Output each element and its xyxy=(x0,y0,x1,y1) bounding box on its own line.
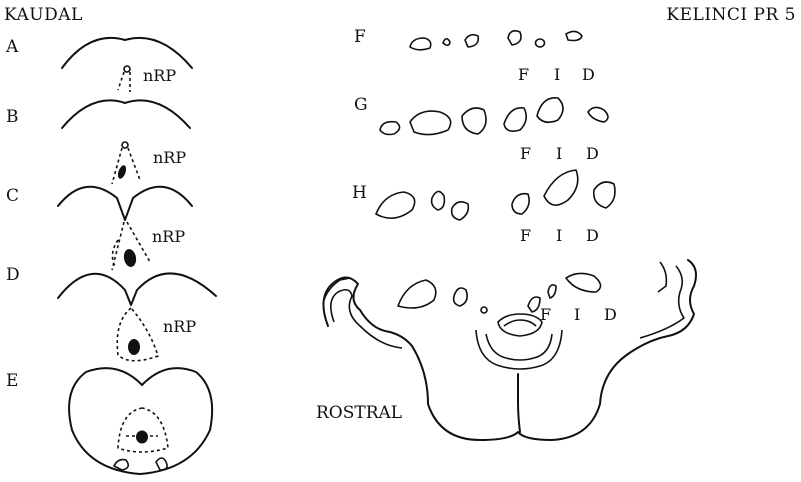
panel-letter-d: D xyxy=(6,265,20,285)
nucleus-outlines-f xyxy=(410,31,582,50)
tag-d: D xyxy=(582,65,595,84)
header-specimen: KELINCI PR 5 xyxy=(666,5,796,25)
section-outline-e xyxy=(69,368,212,474)
tag-f: F xyxy=(520,226,531,245)
rostral-label: ROSTRAL xyxy=(316,403,402,423)
section-outline-d xyxy=(58,273,216,305)
tag-f: F xyxy=(518,65,529,84)
tag-i: I xyxy=(556,144,562,163)
nucleus-outlines-g xyxy=(380,98,608,135)
nrp-region-d xyxy=(117,308,158,361)
tag-d: D xyxy=(586,144,599,163)
fid-tags-rostral: F I D xyxy=(540,305,617,324)
tag-d: D xyxy=(604,305,617,324)
section-outline-a xyxy=(62,38,192,68)
tag-d: D xyxy=(586,226,599,245)
panel-letter-c: C xyxy=(6,186,19,206)
tag-i: I xyxy=(556,226,562,245)
nrp-label-c: nRP xyxy=(152,227,185,246)
row-letter-g: G xyxy=(354,95,368,115)
nrp-region-e xyxy=(114,408,168,470)
fid-tags-g: F I D xyxy=(520,144,599,163)
fid-tags-f: F I D xyxy=(518,65,595,84)
panel-letter-e: E xyxy=(6,371,18,391)
nrp-region-a xyxy=(118,66,130,92)
section-outline-c xyxy=(58,187,192,220)
tag-f: F xyxy=(520,144,531,163)
tag-f: F xyxy=(540,305,551,324)
header-kaudal: KAUDAL xyxy=(4,5,83,25)
row-letter-h: H xyxy=(352,183,367,203)
section-outline-b xyxy=(62,100,190,128)
panel-letter-b: B xyxy=(6,107,19,127)
row-letter-f: F xyxy=(354,27,366,47)
nucleus-outlines-h xyxy=(376,170,615,220)
nrp-label-a: nRP xyxy=(143,66,176,85)
nrp-label-b: nRP xyxy=(153,148,186,167)
nrp-region-b xyxy=(112,142,140,184)
nrp-label-d: nRP xyxy=(163,317,196,336)
nrp-region-c xyxy=(112,222,150,270)
panel-letter-a: A xyxy=(5,37,19,57)
tag-i: I xyxy=(554,65,560,84)
tag-i: I xyxy=(574,305,580,324)
fid-tags-h: F I D xyxy=(520,226,599,245)
